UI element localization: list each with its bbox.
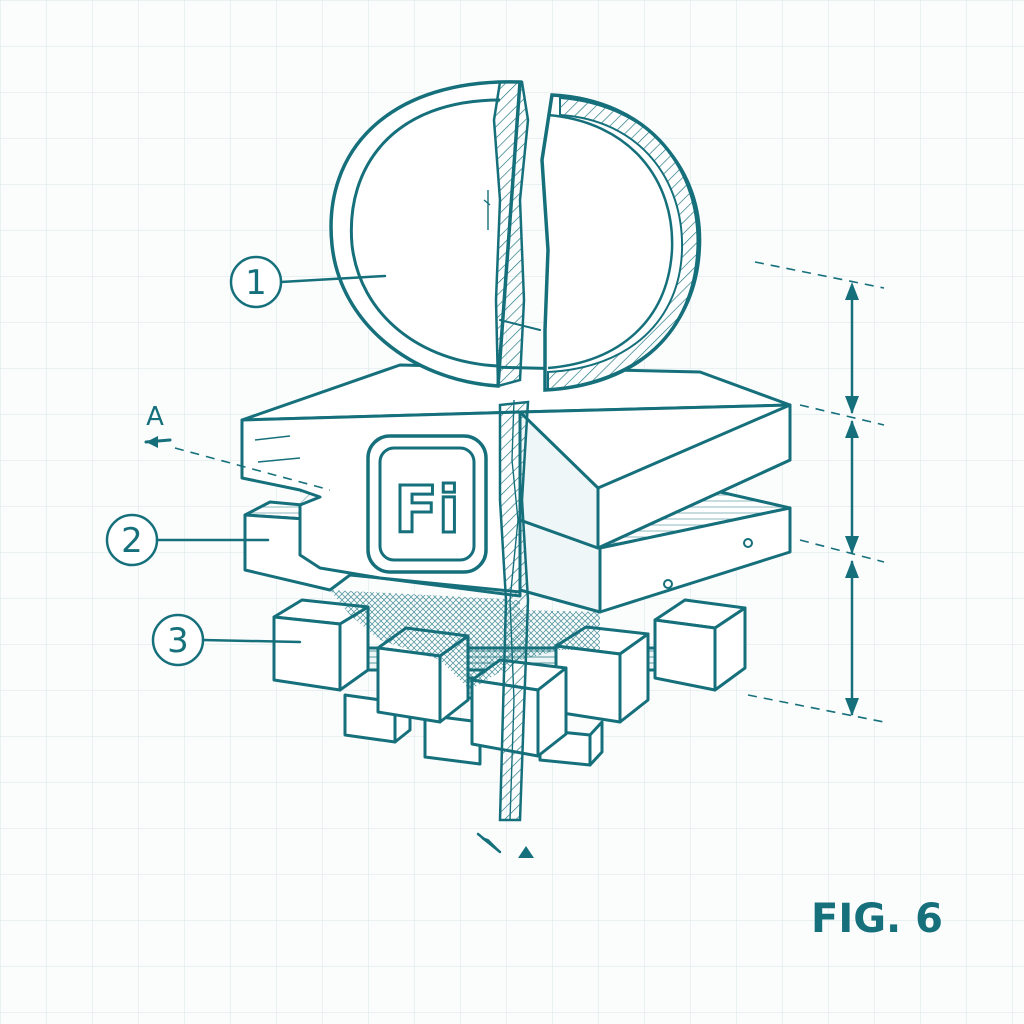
section-mark: A — [146, 402, 164, 432]
lower-cube-array — [272, 598, 747, 767]
split-coin — [329, 80, 702, 392]
central-spine — [498, 399, 530, 822]
callout-3-number: 3 — [167, 621, 189, 661]
callout-2-number: 2 — [121, 521, 143, 561]
fi-emblem: Fi — [366, 434, 488, 574]
callout-1: 1 — [229, 255, 387, 309]
callout-3: 3 — [151, 613, 302, 667]
section-line-a: A — [144, 402, 534, 858]
figure-label: FIG. 6 — [811, 896, 943, 942]
mesh-region — [330, 590, 520, 690]
callout-1-number: 1 — [245, 263, 267, 303]
callout-2: 2 — [105, 513, 270, 567]
dimension-lines — [747, 261, 885, 723]
emblem-text: Fi — [394, 474, 460, 548]
